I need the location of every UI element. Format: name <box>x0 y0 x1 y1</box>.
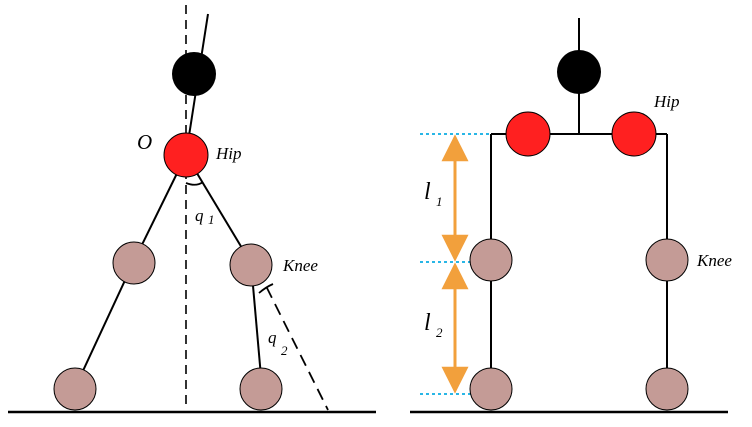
right-diagram: Hip Knee l 1 l 2 <box>410 18 732 414</box>
left-knee-joint <box>469 238 513 282</box>
head-mass <box>557 50 601 94</box>
q1-symbol: q <box>195 206 204 225</box>
hip-label-right: Hip <box>653 92 680 111</box>
left-diagram: O Hip Knee q 1 q 2 <box>8 5 376 414</box>
right-knee-joint <box>645 238 689 282</box>
hip-joint-right-b <box>611 111 657 157</box>
q2-subscript: 2 <box>281 343 288 358</box>
hip-joint-right-a <box>505 111 551 157</box>
swing-foot <box>239 367 283 411</box>
l2-subscript: 2 <box>436 325 443 340</box>
stance-shank <box>74 260 135 389</box>
stance-knee-joint <box>112 241 156 285</box>
knee-extension-dashed <box>257 269 329 411</box>
hip-label-left: Hip <box>215 144 242 163</box>
swing-knee-joint <box>229 243 273 287</box>
q1-subscript: 1 <box>208 212 215 227</box>
l1-subscript: 1 <box>436 194 443 209</box>
right-foot <box>645 367 689 411</box>
q2-symbol: q <box>268 328 277 347</box>
stance-foot <box>53 367 97 411</box>
q1-angle-arc <box>185 181 204 186</box>
origin-label: O <box>137 130 152 154</box>
left-foot <box>469 367 513 411</box>
hip-joint-left <box>163 132 209 178</box>
q2-angle-arc <box>258 283 274 294</box>
knee-label-left: Knee <box>282 256 318 275</box>
l1-symbol: l <box>424 179 431 205</box>
knee-label-right: Knee <box>696 251 732 270</box>
upper-body-mass <box>172 52 216 96</box>
l2-symbol: l <box>424 310 431 336</box>
